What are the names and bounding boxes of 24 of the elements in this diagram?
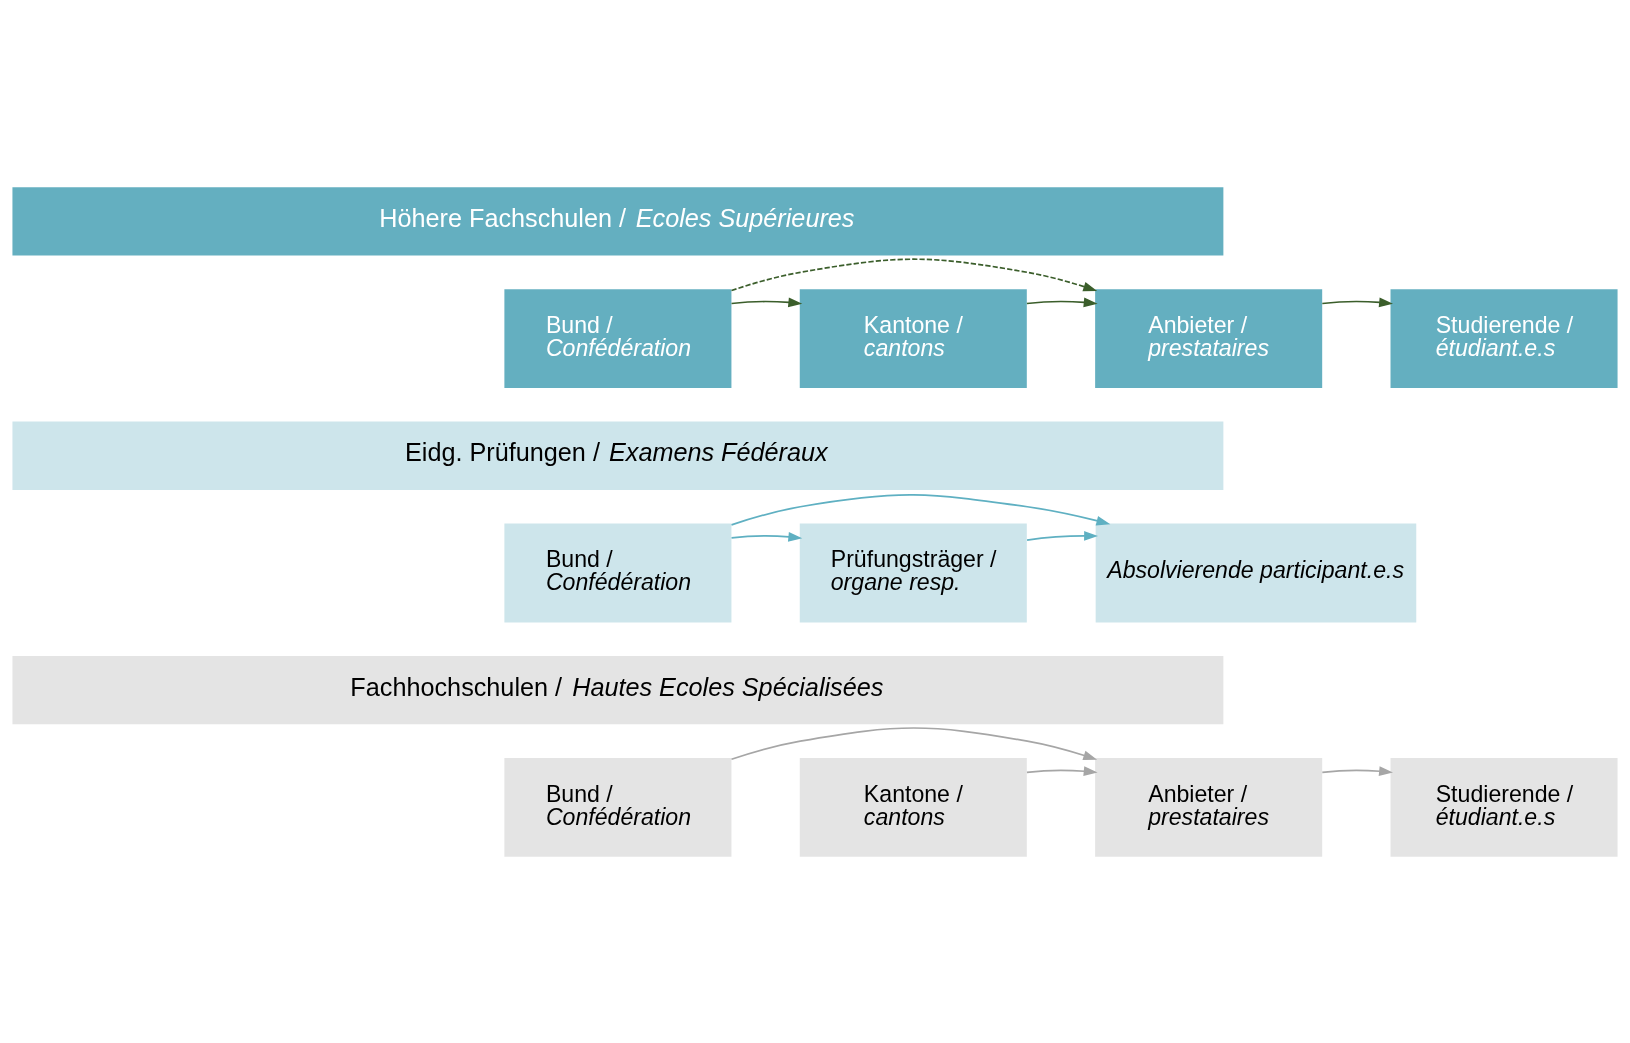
arrow [730, 531, 803, 542]
arrow [730, 726, 1098, 760]
arrow [730, 257, 1098, 291]
arrow [1321, 297, 1393, 307]
node-box: Fachhochschulen / Hautes Ecoles Spécialisées [12, 655, 1224, 724]
arrow [730, 493, 1111, 526]
node-box: Höhere Fachschulen / Ecoles Supérieures [12, 186, 1224, 256]
arrow [1026, 530, 1098, 541]
node-box: Bund / Confédération [504, 757, 732, 857]
node-box: Prüfungsträger / organe resp. [799, 523, 1027, 622]
arrow [1026, 297, 1098, 307]
node-box: Kantone / cantons [799, 288, 1027, 388]
arrow [1321, 765, 1393, 776]
arrow [730, 297, 803, 307]
node-box: Anbieter / prestataires [1095, 288, 1323, 388]
node-box: Kantone / cantons [799, 757, 1027, 857]
node-box: Eidg. Prüfungen / Examens Fédéraux [12, 421, 1224, 490]
node-box: Bund / Confédération [504, 288, 732, 388]
arrow [1026, 765, 1098, 776]
node-box: Anbieter / prestataires [1095, 757, 1323, 857]
node-box: Bund / Confédération [504, 523, 732, 622]
node-box: Studierende / étudiant.e.s [1390, 757, 1618, 857]
node-box: Studierende / étudiant.e.s [1390, 288, 1618, 388]
node-box: Absolvierende participant.e.s [1095, 523, 1417, 622]
